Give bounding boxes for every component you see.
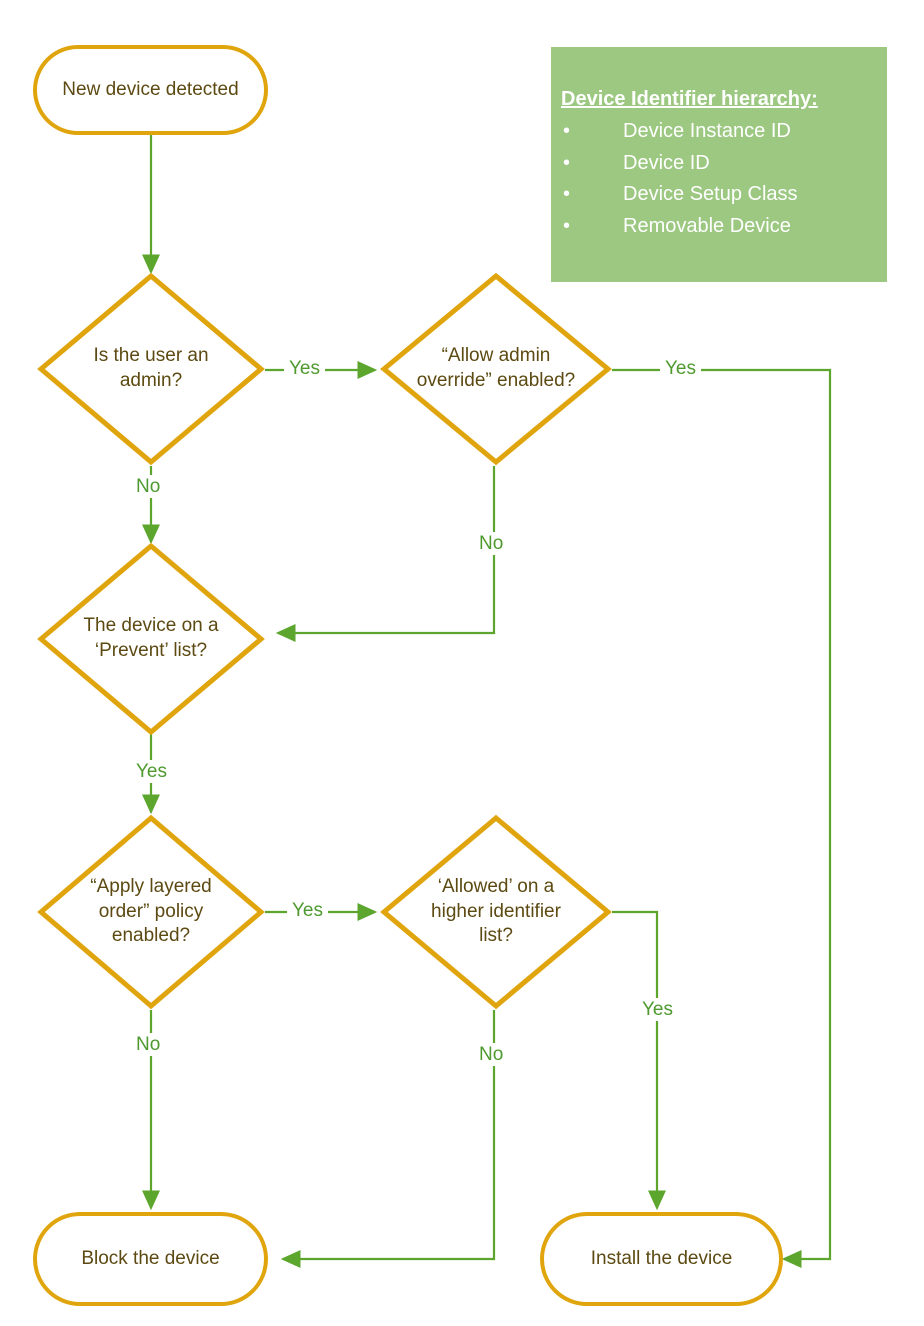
info-panel-title: Device Identifier hierarchy: — [561, 88, 818, 110]
list-item-label: Removable Device — [623, 214, 791, 237]
edge-override-no — [275, 466, 496, 643]
bullet-icon: • — [563, 120, 571, 142]
edge-label-layered-no: No — [131, 1033, 166, 1056]
terminator-label-start: New device detected — [62, 79, 239, 101]
terminator-block-the-device[interactable]: Block the device — [33, 1212, 268, 1306]
edge-label-is-admin-yes: Yes — [284, 357, 325, 380]
diamond-shape — [380, 814, 612, 1010]
edge-override-yes — [612, 368, 832, 1269]
diamond-shape — [380, 272, 612, 466]
decision-apply-layered-order[interactable]: “Apply layered order” policy enabled? — [37, 814, 265, 1010]
edge-allowed-no — [280, 1010, 496, 1269]
edge-label-override-yes: Yes — [660, 357, 701, 380]
edge-allowed-yes — [612, 910, 667, 1211]
decision-is-user-admin[interactable]: Is the user an admin? — [37, 272, 265, 466]
decision-prevent-list[interactable]: The device on a ‘Prevent’ list? — [37, 542, 265, 736]
edge-label-allowed-yes: Yes — [637, 998, 678, 1021]
edge-label-prevent-yes: Yes — [131, 760, 172, 783]
diamond-shape — [37, 814, 265, 1010]
info-panel-list: • Device Instance ID • Device ID • Devic… — [551, 116, 887, 242]
diamond-shape — [37, 272, 265, 466]
terminator-new-device-detected[interactable]: New device detected — [33, 45, 268, 135]
list-item: • Device Instance ID — [551, 116, 887, 148]
decision-allowed-higher-identifier[interactable]: ‘Allowed’ on a higher identifier list? — [380, 814, 612, 1010]
terminator-install-the-device[interactable]: Install the device — [540, 1212, 783, 1306]
list-item-label: Device Instance ID — [623, 120, 791, 142]
diamond-shape — [37, 542, 265, 736]
list-item: • Removable Device — [551, 211, 887, 243]
terminator-label-block: Block the device — [81, 1248, 220, 1270]
bullet-icon: • — [563, 151, 571, 174]
edge-label-override-no: No — [474, 532, 509, 555]
list-item-label: Device ID — [623, 151, 710, 174]
edge-label-allowed-no: No — [474, 1043, 509, 1066]
list-item-label: Device Setup Class — [623, 183, 798, 206]
edge-label-is-admin-no: No — [131, 475, 166, 498]
device-identifier-hierarchy-panel: Device Identifier hierarchy: • Device In… — [551, 47, 887, 282]
edge-label-layered-yes: Yes — [287, 899, 328, 922]
list-item: • Device ID — [551, 148, 887, 180]
decision-allow-admin-override[interactable]: “Allow admin override” enabled? — [380, 272, 612, 466]
list-item: • Device Setup Class — [551, 179, 887, 211]
bullet-icon: • — [563, 183, 571, 206]
bullet-icon: • — [563, 214, 571, 237]
terminator-label-install: Install the device — [590, 1248, 733, 1270]
